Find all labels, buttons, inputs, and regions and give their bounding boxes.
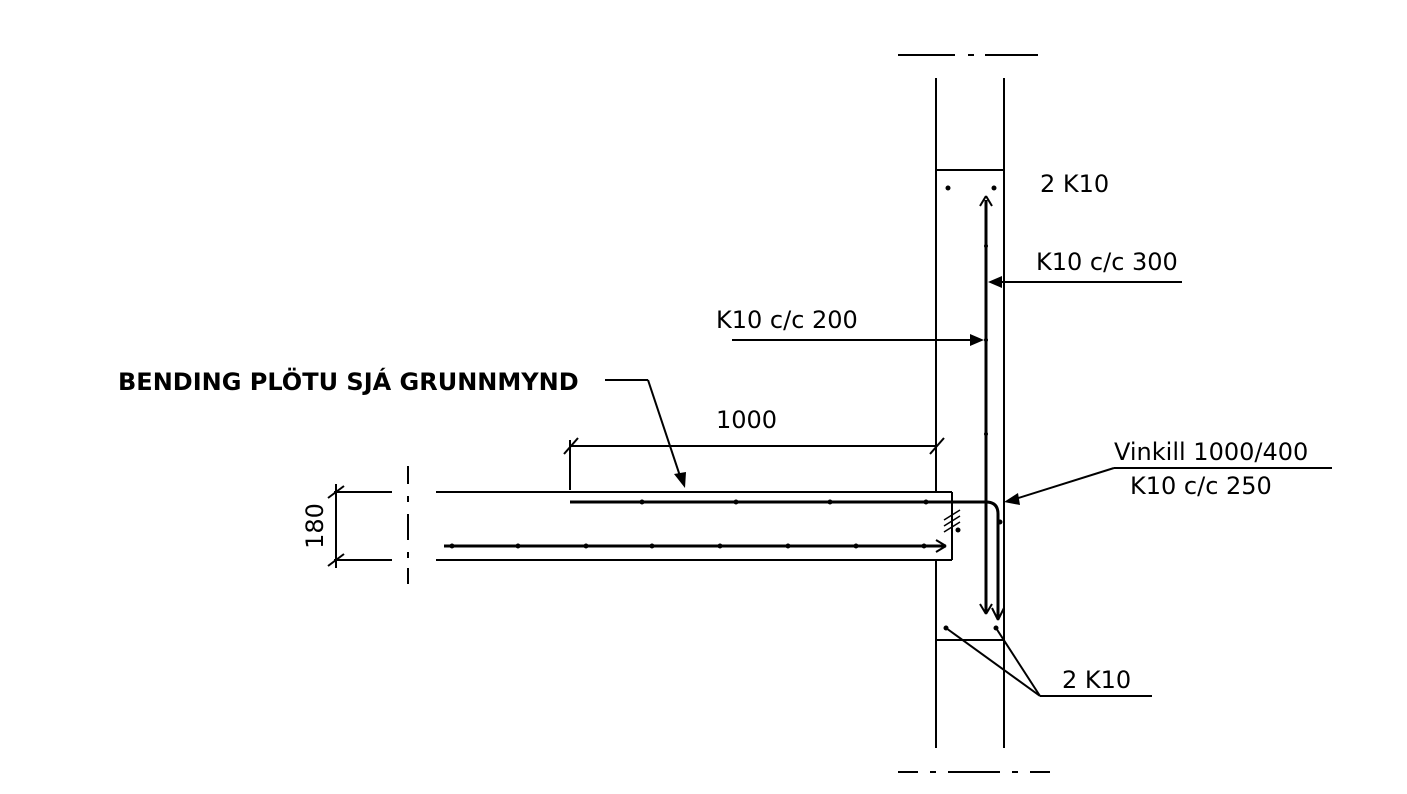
wall-outer-rebar-leader: K10 c/c 300 bbox=[988, 248, 1182, 288]
wall-inner-rebar-label: K10 c/c 200 bbox=[716, 306, 858, 334]
slab-bottom-rebar bbox=[444, 539, 947, 553]
thickness-dimension: 180 bbox=[301, 484, 392, 568]
slab-thickness-label: 180 bbox=[301, 503, 329, 549]
slab-note-leader: BENDING PLÖTU SJÁ GRUNNMYND bbox=[118, 366, 686, 488]
slab-note-label: BENDING PLÖTU SJÁ GRUNNMYND bbox=[118, 366, 579, 396]
wall-vertical-rebar bbox=[979, 195, 993, 615]
angle-bar-spacing-label: K10 c/c 250 bbox=[1130, 472, 1272, 500]
top-rebar-label: 2 K10 bbox=[1040, 170, 1109, 198]
angle-bar bbox=[570, 500, 1005, 621]
anchor-length-dimension: 1000 bbox=[563, 406, 945, 490]
slab-outline bbox=[436, 491, 953, 561]
hook-marks bbox=[943, 509, 1003, 533]
slab-top-bars bbox=[639, 499, 929, 505]
angle-bar-leader: Vinkill 1000/400 K10 c/c 250 bbox=[1004, 438, 1332, 505]
anchor-length-label: 1000 bbox=[716, 406, 777, 434]
bottom-rebar-leader: 2 K10 bbox=[943, 625, 1152, 697]
wall-outer-rebar-label: K10 c/c 300 bbox=[1036, 248, 1178, 276]
wall-outline bbox=[935, 78, 1005, 748]
wall-inner-rebar-leader: K10 c/c 200 bbox=[716, 306, 984, 346]
bottom-rebar-label: 2 K10 bbox=[1062, 666, 1131, 694]
wall-top-bars bbox=[945, 185, 997, 191]
angle-bar-label: Vinkill 1000/400 bbox=[1114, 438, 1308, 466]
